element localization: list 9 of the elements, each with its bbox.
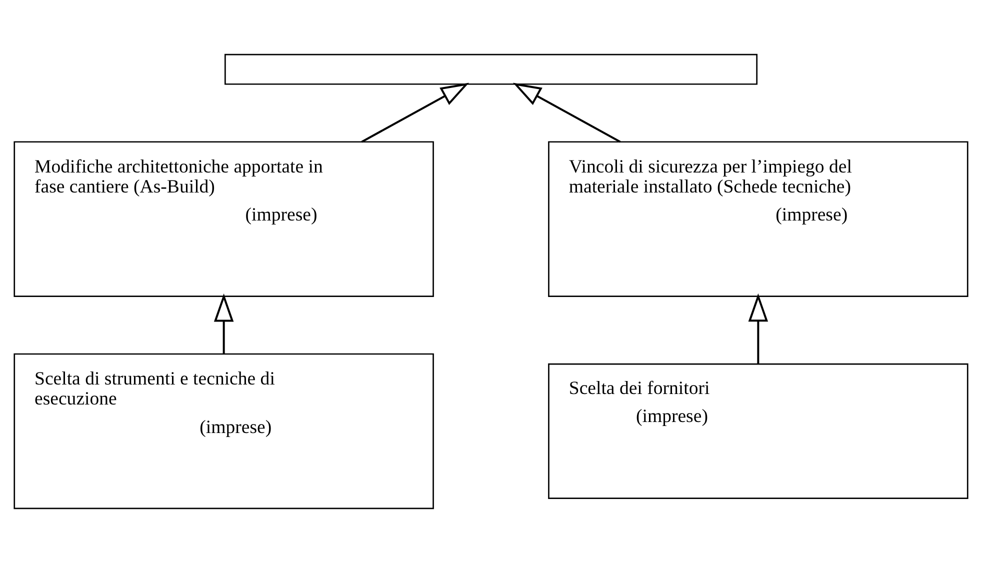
node-box: Scelta di strumenti e tecniche di esecuzione (imprese) (13, 353, 434, 510)
node-box: Vincoli di sicurezza per l’impiego del materiale installato (Schede tecniche) (imprese) (548, 141, 968, 297)
node-box: Scelta dei fornitori (imprese) (548, 363, 968, 499)
arrow (360, 82, 469, 143)
arrow (748, 293, 768, 364)
node-box (224, 54, 758, 85)
node-box: Modifiche architettoniche apportate in fase cantiere (As-Build) (imprese) (13, 141, 434, 297)
arrow (512, 82, 620, 143)
arrow (213, 294, 234, 354)
